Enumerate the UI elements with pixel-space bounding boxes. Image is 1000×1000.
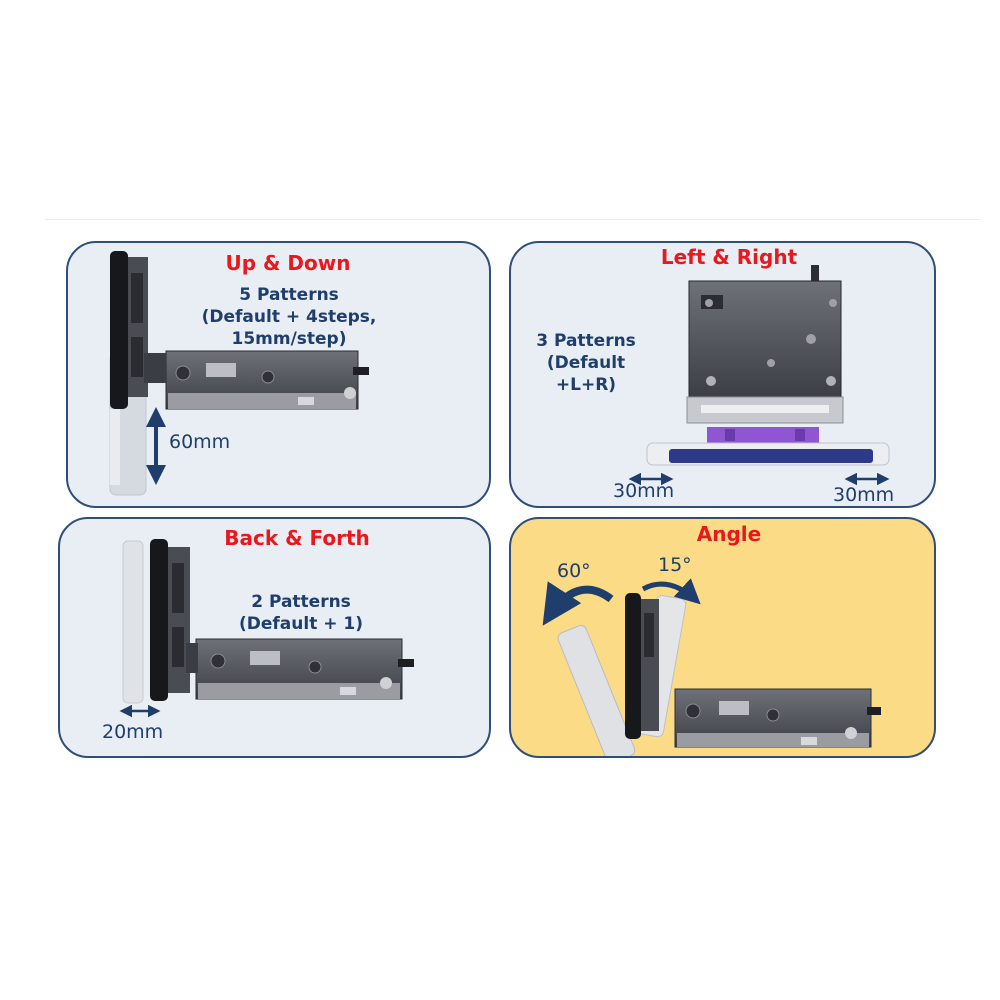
angle-title: Angle: [696, 522, 762, 546]
left-right-description: 3 Patterns (Default +L+R): [536, 331, 636, 395]
panel-up-down: Up & Down 5 Patterns (Default + 4steps, …: [66, 241, 491, 508]
back-forth-illustration: [119, 539, 414, 718]
back-forth-measurement: 20mm: [102, 721, 164, 743]
panel-angle: Angle 60° 15°: [509, 517, 936, 758]
left-right-title: Left & Right: [660, 245, 798, 269]
up-down-description: 5 Patterns (Default + 4steps, 15mm/step): [201, 285, 377, 349]
left-right-illustration: [628, 265, 890, 486]
top-divider: [45, 219, 980, 220]
left-right-measurement-left: 30mm: [613, 480, 675, 502]
up-down-illustration: [109, 251, 369, 496]
left-right-measurement-right: 30mm: [833, 484, 895, 506]
up-down-measurement: 60mm: [169, 431, 231, 453]
back-forth-title: Back & Forth: [224, 526, 370, 550]
angle-forward-label: 15°: [658, 554, 692, 576]
back-forth-description: 2 Patterns (Default + 1): [238, 592, 364, 634]
panel-back-forth: Back & Forth 2 Patterns (Default + 1) 20…: [58, 517, 491, 758]
angle-back-label: 60°: [557, 560, 591, 582]
panel-left-right: Left & Right 3 Patterns (Default +L+R) 3…: [509, 241, 936, 508]
angle-illustration: [542, 578, 881, 756]
up-down-title: Up & Down: [225, 251, 351, 275]
